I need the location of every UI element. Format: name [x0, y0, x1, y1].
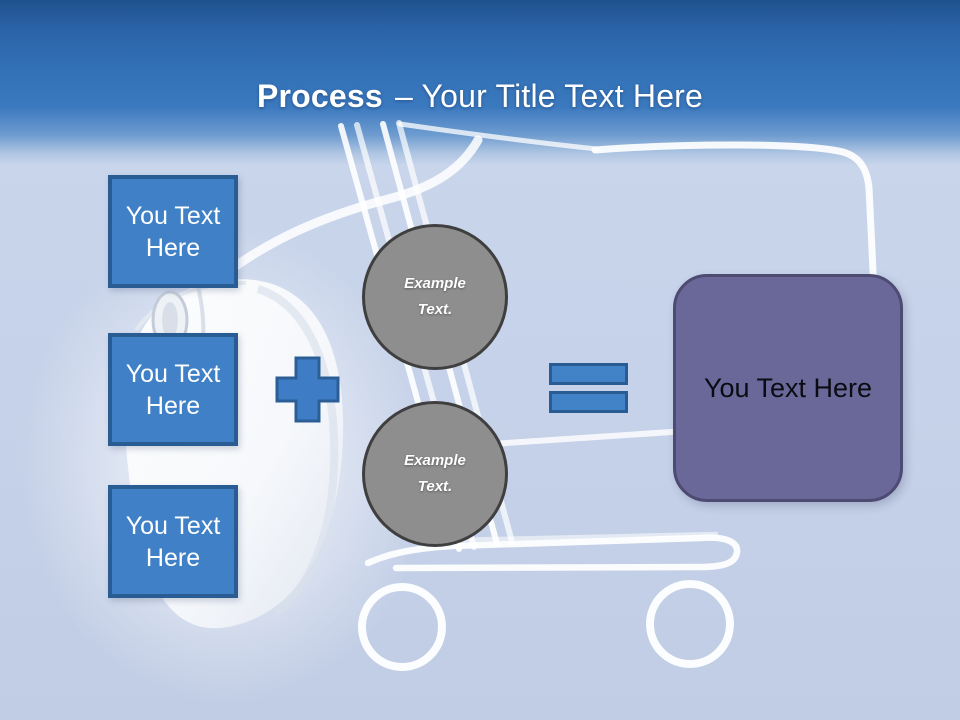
- step-box-2: You Text Here: [108, 333, 238, 446]
- step-box-3: You Text Here: [108, 485, 238, 598]
- example-circle-1-label: Example Text.: [404, 275, 466, 318]
- step-box-1-label: You Text Here: [125, 201, 221, 262]
- step-box-1: You Text Here: [108, 175, 238, 288]
- cart-wheel-icon: [358, 583, 446, 671]
- result-box-label: You Text Here: [703, 372, 873, 403]
- step-box-2-label: You Text Here: [125, 359, 221, 420]
- example-circle-2: Example Text.: [362, 401, 508, 547]
- step-box-3-label: You Text Here: [125, 511, 221, 572]
- result-box: You Text Here: [673, 274, 903, 502]
- title-rest: – Your Title Text Here: [395, 77, 704, 114]
- title-emphasis: Process: [256, 77, 383, 114]
- example-circle-1: Example Text.: [362, 224, 508, 370]
- equals-bar-top: [549, 363, 628, 385]
- equals-icon: [549, 363, 628, 413]
- slide-title: Process – Your Title Text Here: [0, 21, 960, 171]
- cart-wheel-icon: [646, 580, 734, 668]
- example-circle-2-label: Example Text.: [404, 452, 466, 495]
- equals-bar-bottom: [549, 391, 628, 413]
- plus-icon: [275, 356, 340, 423]
